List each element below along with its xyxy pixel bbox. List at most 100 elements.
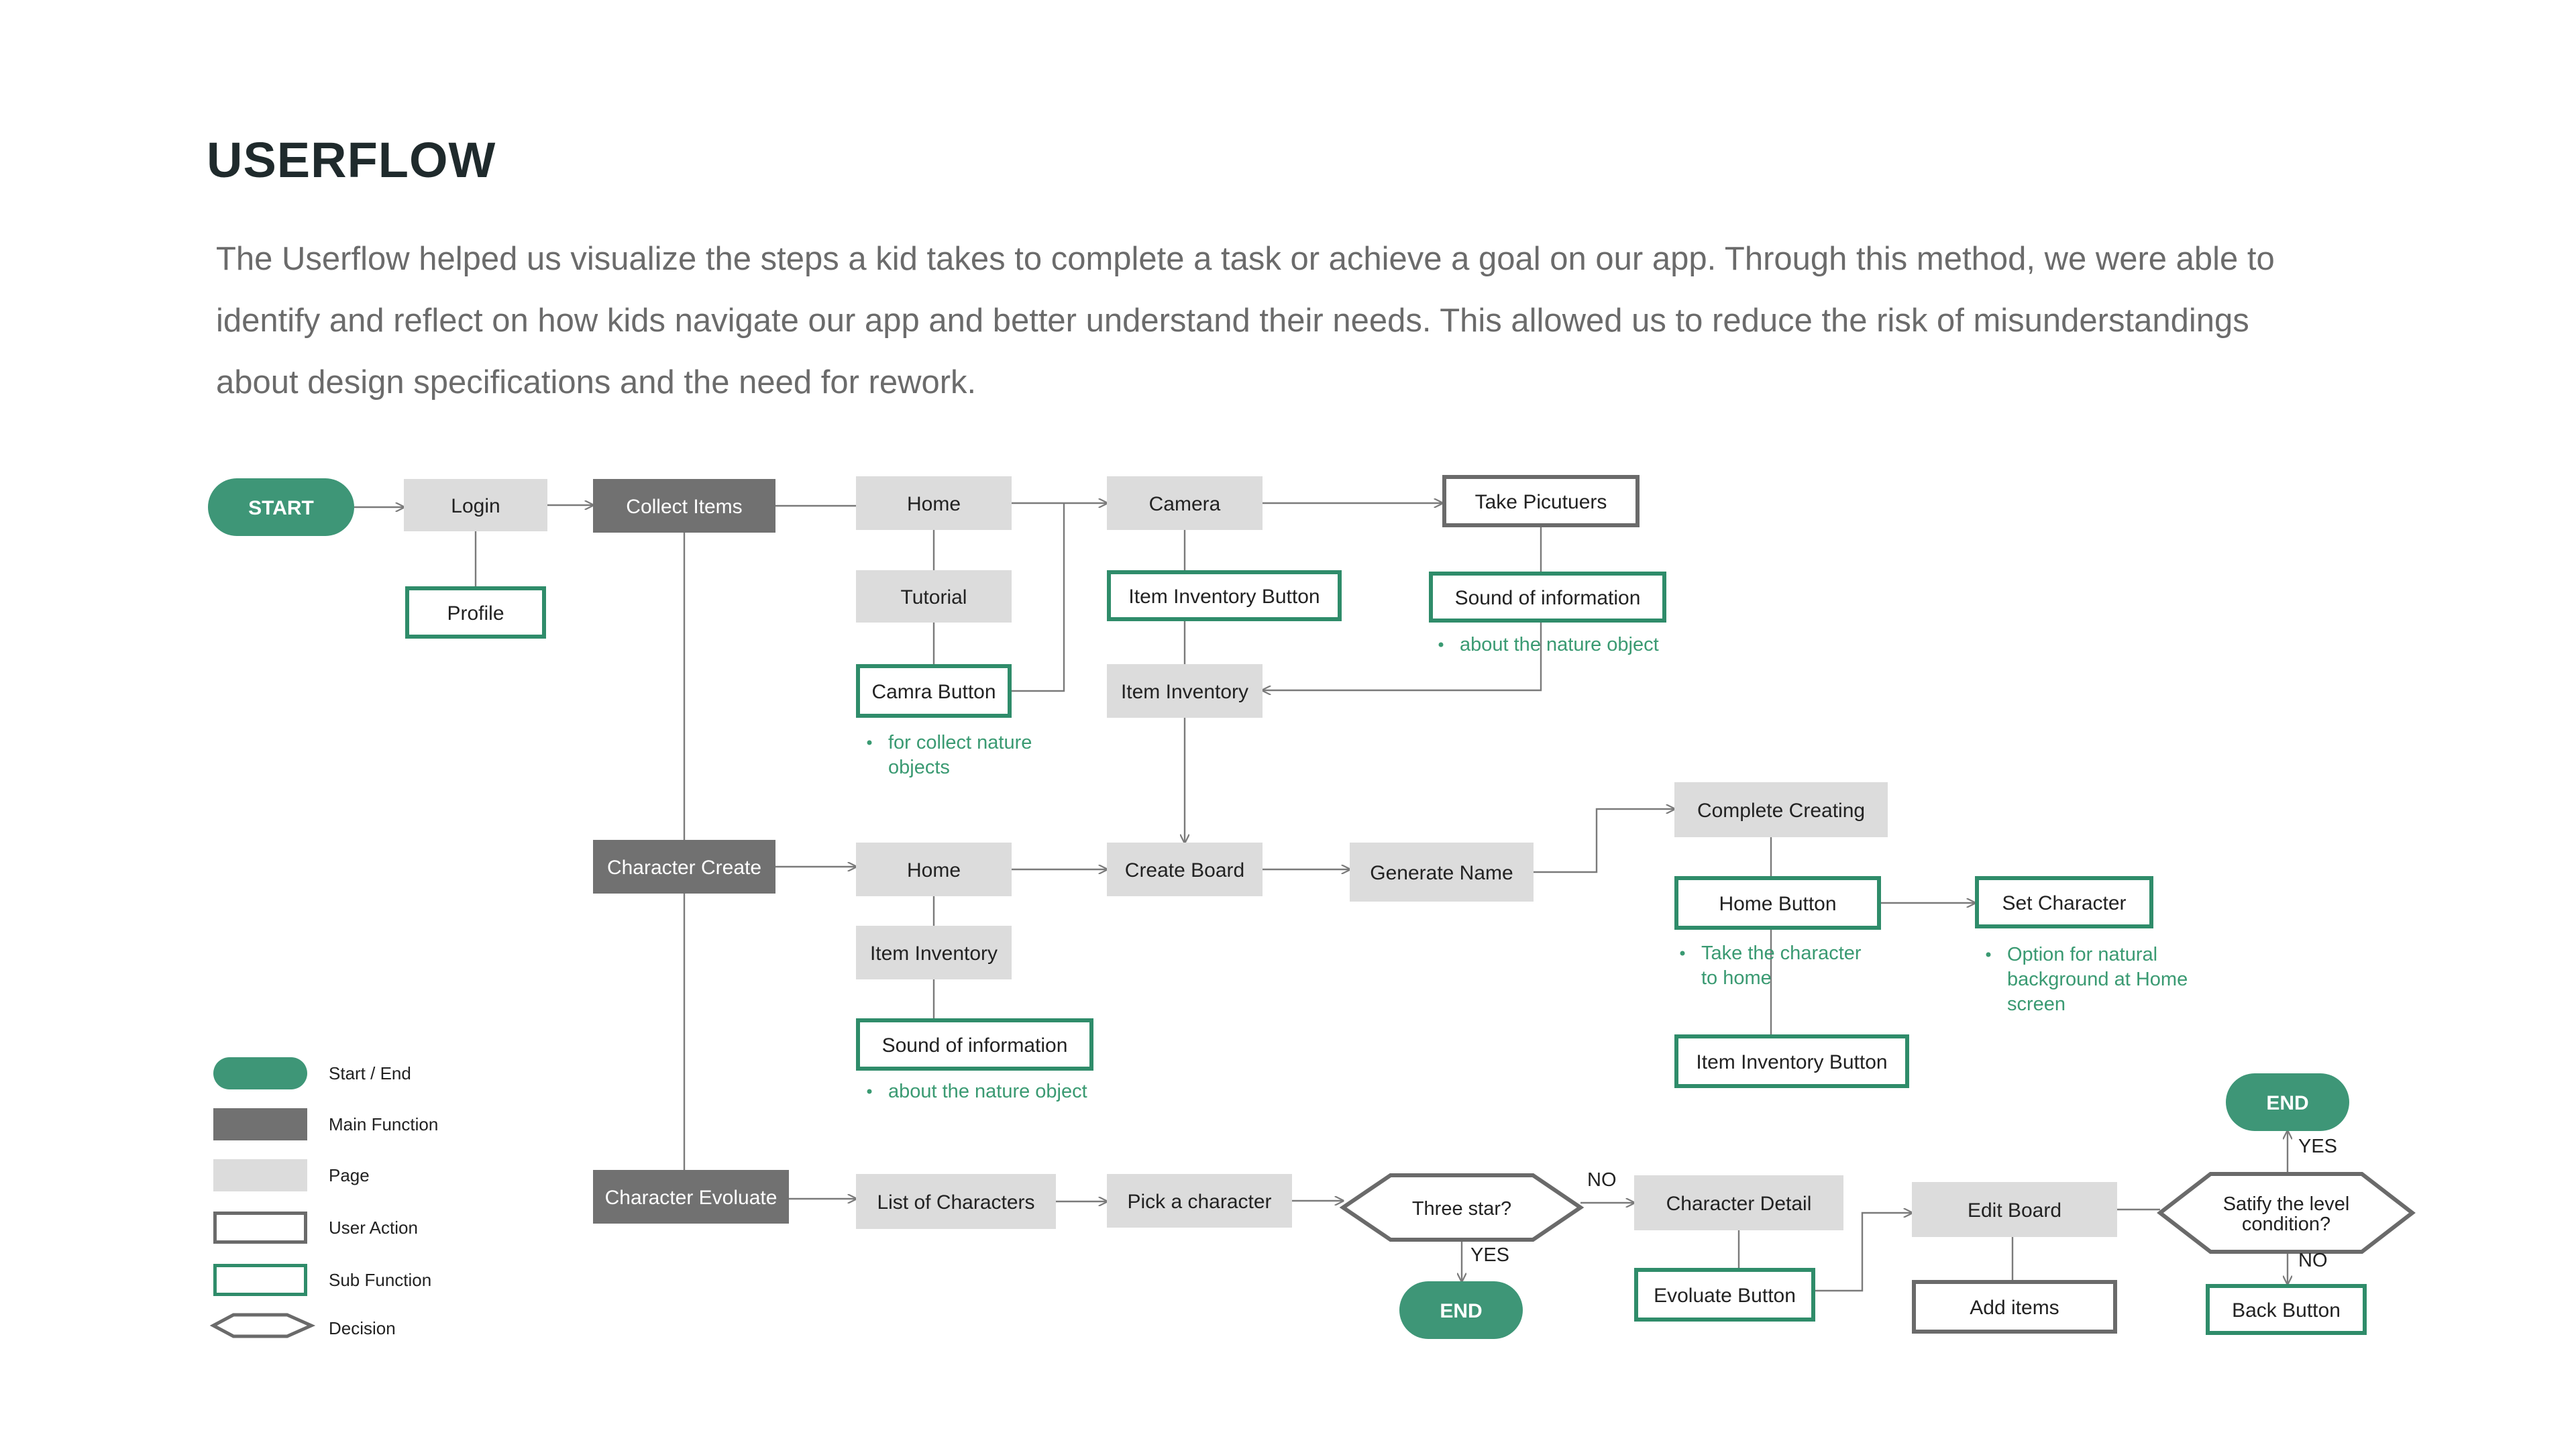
legend-item-decision: Decision [209,1313,396,1338]
node-character-evoluate: Character Evoluate [593,1170,789,1224]
node-home2: Home [856,843,1012,896]
note-text: background at Home [2007,969,2188,990]
node-label: List of Characters [877,1191,1034,1214]
user-action-shape [1912,1280,2117,1334]
legend-item-user-action: User Action [213,1212,418,1244]
node-pick-character: Pick a character [1107,1174,1292,1228]
page-shape [404,479,547,531]
node-item-inv-button2: Item Inventory Button [1674,1034,1909,1088]
user-action-shape [1442,475,1640,527]
legend-label: Start / End [329,1063,411,1083]
legend-label: Main Function [329,1114,438,1134]
node-character-detail: Character Detail [1634,1175,1843,1230]
note-about-nature-1: about the nature object [1438,634,1659,655]
node-end1: END [1399,1281,1523,1339]
sub-function-shape [2206,1284,2367,1335]
node-label: Pick a character [1127,1191,1271,1213]
note-bullet [1680,951,1685,956]
node-collect-items: Collect Items [593,479,775,533]
note-text: about the nature object [1460,634,1659,655]
main-function-shape [593,840,775,894]
page-shape [856,843,1012,896]
node-label: Tutorial [901,586,967,608]
sub-function-shape [405,586,546,639]
node-complete-creating: Complete Creating [1674,782,1888,837]
node-label: Profile [447,602,504,625]
note-text: about the nature object [888,1081,1087,1102]
decision-shape [2157,1172,2416,1254]
node-generate-name: Generate Name [1350,843,1534,902]
node-add-items: Add items [1912,1280,2117,1334]
decision-three-star: Three star? [1339,1173,1585,1242]
legend-label: User Action [329,1218,418,1238]
note-text: Option for natural [2007,944,2157,965]
page-shape [1107,1174,1292,1228]
node-item-inv-button1: Item Inventory Button [1107,570,1342,621]
node-profile: Profile [405,586,546,639]
page-shape [1634,1175,1843,1230]
node-create-board: Create Board [1107,843,1263,896]
node-label: Set Character [2002,892,2126,914]
legend-swatch [213,1159,307,1191]
node-label: END [1440,1300,1482,1322]
node-item-inventory2: Item Inventory [856,926,1012,979]
label-yes-three-star: YES [1470,1244,1509,1266]
node-sound-info2: Sound of information [856,1018,1093,1071]
sub-function-shape [1674,1034,1909,1088]
legend-item-page: Page [213,1159,370,1191]
node-label: Back Button [2232,1299,2341,1322]
legend-swatch [209,1313,316,1338]
legend-item-start-end: Start / End [213,1057,411,1089]
legend-label: Sub Function [329,1270,431,1290]
page-shape [1107,843,1263,896]
note-text: Take the character [1701,943,1862,964]
label-no-satisfy: NO [2298,1250,2328,1271]
page-shape [856,570,1012,623]
edge-sound-inventory [1263,623,1542,690]
sub-function-shape [1429,572,1666,623]
node-label: Item Inventory [870,943,998,965]
node-label: Item Inventory Button [1128,586,1320,608]
node-camera: Camera [1107,476,1263,530]
page-shape [856,476,1012,530]
node-label: Camera [1149,493,1221,515]
sub-function-shape [1107,570,1342,621]
legend-swatch [213,1057,307,1089]
sub-function-shape [856,664,1012,718]
node-label: Item Inventory [1121,681,1248,703]
node-label: START [248,497,314,519]
page-title: USERFLOW [207,132,496,188]
node-label: Camra Button [871,681,996,703]
legend-swatch [213,1212,307,1244]
node-set-character: Set Character [1975,876,2153,928]
page-shape [1107,664,1263,718]
node-character-create: Character Create [593,840,775,894]
node-home1: Home [856,476,1012,530]
page-shape [1350,843,1534,902]
page-shape [856,926,1012,979]
label-yes-satisfy: YES [2298,1136,2337,1157]
node-label: Edit Board [1968,1199,2061,1222]
node-item-inventory1: Item Inventory [1107,664,1263,718]
node-edit-board: Edit Board [1912,1182,2117,1237]
sub-function-shape [856,1018,1093,1071]
node-login: Login [404,479,547,531]
legend-label: Decision [329,1318,396,1338]
sub-function-shape [1975,876,2153,928]
note-about-nature-2: about the nature object [867,1081,1087,1102]
page-shape [1912,1182,2117,1237]
note-bullet [1438,642,1444,647]
note-bullet [867,740,872,745]
node-label: Take Picutuers [1475,491,1607,513]
edge-evoluate-edit [1815,1213,1912,1292]
node-label: Create Board [1125,859,1244,881]
start-end-shape [1399,1281,1523,1339]
connector-lines [354,503,2288,1292]
edge-camra-camera [1012,503,1065,692]
node-end2: END [2226,1073,2349,1131]
page-shape [1674,782,1888,837]
